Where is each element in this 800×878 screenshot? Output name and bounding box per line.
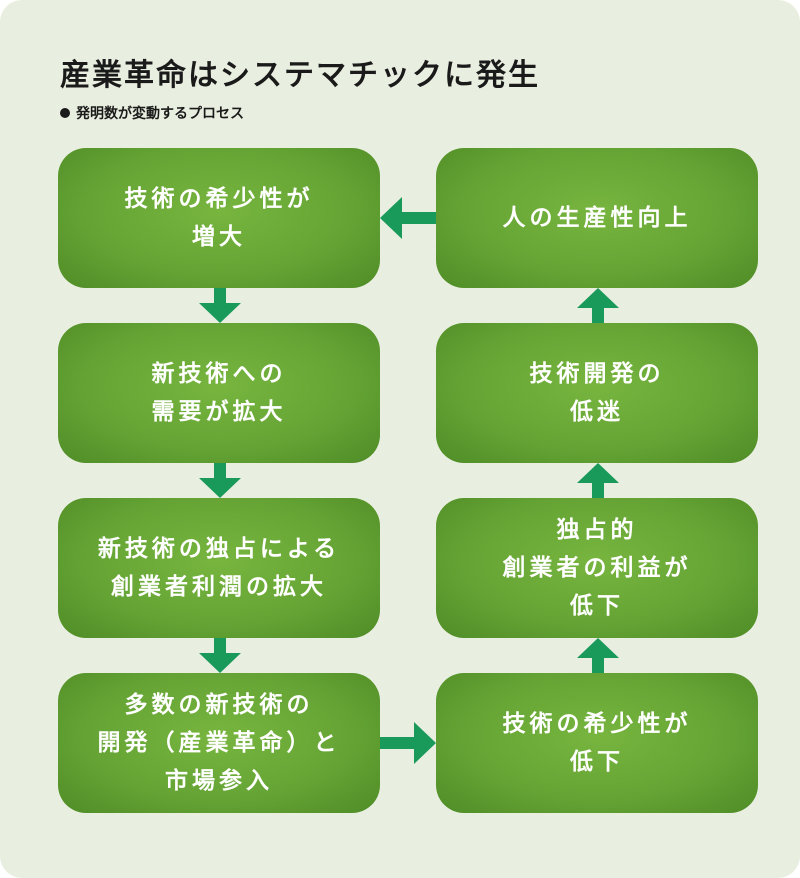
node-label: 多数の新技術の 開発（産業革命）と 市場参入 [97,692,341,794]
node-scarcity-decrease: 技術の希少性が 低下 [436,673,758,813]
node-scarcity-increase: 技術の希少性が 増大 [58,148,380,288]
diagram-subtitle: 発明数が変動するプロセス [60,103,244,123]
bullet-icon [60,108,70,118]
node-demand-increase: 新技術への 需要が拡大 [58,323,380,463]
arrow-up-icon [577,463,619,498]
node-label: 独占的 創業者の利益が 低下 [502,517,692,619]
node-label: 技術開発の 低迷 [529,361,665,425]
node-founder-profit-increase: 新技術の独占による 創業者利潤の拡大 [58,498,380,638]
node-label: 技術の希少性が 増大 [124,186,314,250]
arrow-down-icon [199,638,241,673]
node-industrial-revolution: 多数の新技術の 開発（産業革命）と 市場参入 [58,673,380,813]
arrow-down-icon [199,288,241,323]
node-label: 新技術への 需要が拡大 [151,361,287,425]
arrow-down-icon [199,463,241,498]
arrow-right-icon [380,722,436,764]
node-development-slump: 技術開発の 低迷 [436,323,758,463]
subtitle-text: 発明数が変動するプロセス [76,106,244,122]
node-label: 新技術の独占による 創業者利潤の拡大 [97,536,341,600]
node-label: 人の生産性向上 [502,205,692,231]
node-founder-profit-decrease: 独占的 創業者の利益が 低下 [436,498,758,638]
diagram-title: 産業革命はシステマチックに発生 [60,58,540,93]
arrow-up-icon [577,288,619,323]
node-productivity-increase: 人の生産性向上 [436,148,758,288]
arrow-up-icon [577,638,619,673]
node-label: 技術の希少性が 低下 [502,711,692,775]
arrow-left-icon [380,197,436,239]
